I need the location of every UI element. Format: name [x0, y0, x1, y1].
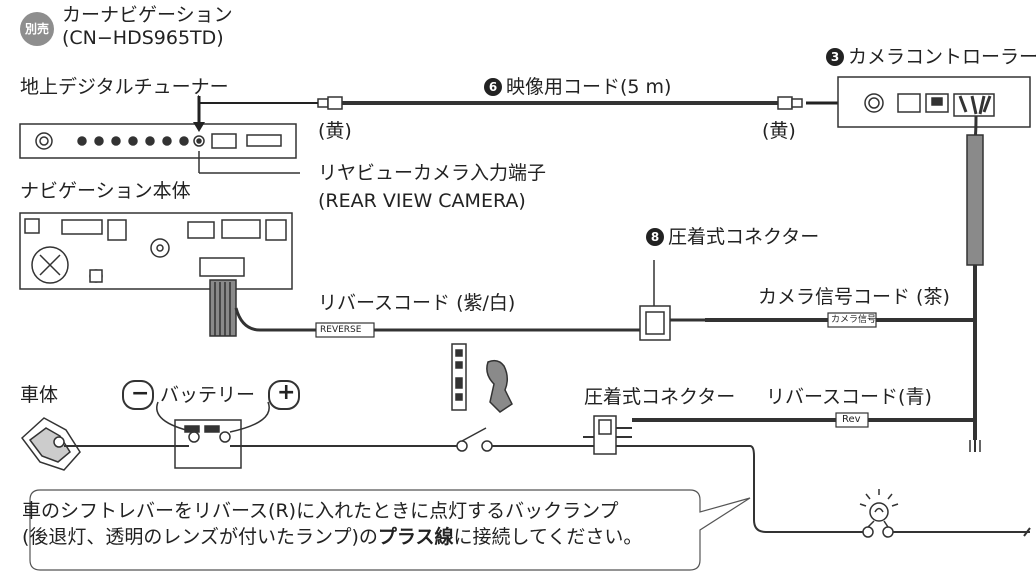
- navigation-unit: [19, 212, 293, 290]
- rev-tag-text: Rev: [842, 414, 861, 425]
- tuner-unit: [19, 123, 297, 159]
- shift-lever: [451, 343, 513, 413]
- note-line-1: 車のシフトレバーをリバース(R)に入れたときに点灯するバックランプ: [22, 500, 619, 522]
- note-box: 車のシフトレバーをリバース(R)に入れたときに点灯するバックランプ (後退灯、透…: [16, 489, 696, 571]
- note-line-2: (後退灯、透明のレンズが付いたランプ)のプラス線に接続してください。: [22, 526, 643, 548]
- rear-view-terminal-label: リヤビューカメラ入力端子: [318, 162, 547, 184]
- item-number-8: 8: [646, 228, 664, 246]
- camera-signal-cord-label: カメラ信号コード (茶): [758, 286, 950, 308]
- item-number-6: 6: [484, 78, 502, 96]
- crimp-connector-2-label: 圧着式コネクター: [584, 386, 736, 408]
- plus-wire-emphasis: プラス線: [377, 526, 454, 548]
- car-body-ground: [20, 417, 81, 471]
- note-text: 車のシフトレバーをリバース(R)に入れたときに点灯するバックランプ (後退灯、透…: [22, 498, 642, 550]
- reverse-cord-blue-label: リバースコード(青): [766, 386, 932, 408]
- camera-tag-text: カメラ信号: [831, 315, 877, 325]
- power-wire: [64, 445, 1031, 537]
- camera-controller: [837, 76, 1031, 128]
- battery-label: バッテリー: [160, 384, 256, 406]
- car-body-label: 車体: [20, 384, 59, 406]
- minus-terminal: [122, 380, 154, 410]
- navi-title-line1: カーナビゲーション: [62, 4, 233, 26]
- navi-title-line2: (CN−HDS965TD): [62, 27, 224, 49]
- optional-badge: 別売: [20, 12, 54, 46]
- plus-sign: +: [277, 380, 296, 405]
- yellow-right-label: (黄): [762, 120, 796, 142]
- plus-terminal: [268, 380, 300, 410]
- minus-sign: −: [131, 381, 150, 406]
- reverse-tag-text: REVERSE: [320, 325, 362, 335]
- back-lamp: [859, 489, 899, 538]
- tuner-label: 地上デジタルチューナー: [20, 76, 229, 98]
- reverse-cord-purple-label: リバースコード (紫/白): [318, 292, 516, 314]
- navi-body-label: ナビゲーション本体: [20, 180, 191, 202]
- battery: [156, 401, 270, 469]
- note-callout: [29, 489, 751, 571]
- rev-tag: [835, 412, 869, 428]
- crimp-connector-2: [583, 415, 632, 455]
- camera-signal-tag: [827, 312, 877, 328]
- reverse-cord-purple: [234, 307, 640, 338]
- yellow-left-label: (黄): [318, 120, 352, 142]
- ribbon-cable: [209, 279, 237, 337]
- crimp-connector-8: [632, 260, 705, 341]
- rear-view-camera-label: (REAR VIEW CAMERA): [318, 190, 526, 212]
- item-number-3: 3: [826, 48, 844, 66]
- shift-switch: [456, 427, 493, 452]
